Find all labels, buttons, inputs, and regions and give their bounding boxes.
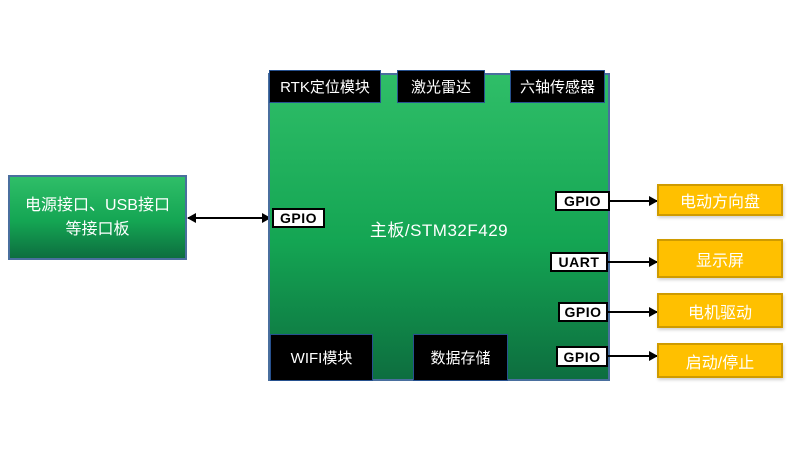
module-wifi: WIFI模块 [270, 334, 373, 381]
module-six-axis-sensor: 六轴传感器 [510, 70, 605, 103]
port-gpio-motor: GPIO [558, 302, 608, 322]
module-lidar: 激光雷达 [397, 70, 485, 103]
module-data-storage: 数据存储 [413, 334, 508, 381]
target-start-stop: 启动/停止 [657, 343, 783, 378]
arrow-to-start-stop [606, 351, 658, 361]
arrow-to-steering-wheel [610, 196, 658, 206]
interface-board-label-line1: 电源接口、USB接口 [25, 197, 170, 215]
main-board-node [268, 73, 610, 381]
port-gpio-left: GPIO [272, 208, 325, 228]
interface-board-label-line2: 等接口板 [65, 220, 130, 238]
port-uart-display: UART [550, 252, 608, 272]
port-gpio-startstop: GPIO [556, 346, 608, 367]
module-rtk-positioning: RTK定位模块 [269, 70, 381, 103]
target-display-screen: 显示屏 [657, 239, 783, 278]
arrow-to-display [608, 257, 658, 267]
target-electric-steering-wheel: 电动方向盘 [657, 184, 783, 216]
arrow-to-motor-drive [608, 307, 658, 317]
target-motor-drive: 电机驱动 [657, 293, 783, 328]
port-gpio-steering: GPIO [555, 191, 610, 211]
main-board-label: 主板/STM32F429 [369, 221, 509, 240]
interface-board-node: 电源接口、USB接口 等接口板 [8, 175, 187, 260]
bidirectional-arrow [187, 213, 271, 223]
